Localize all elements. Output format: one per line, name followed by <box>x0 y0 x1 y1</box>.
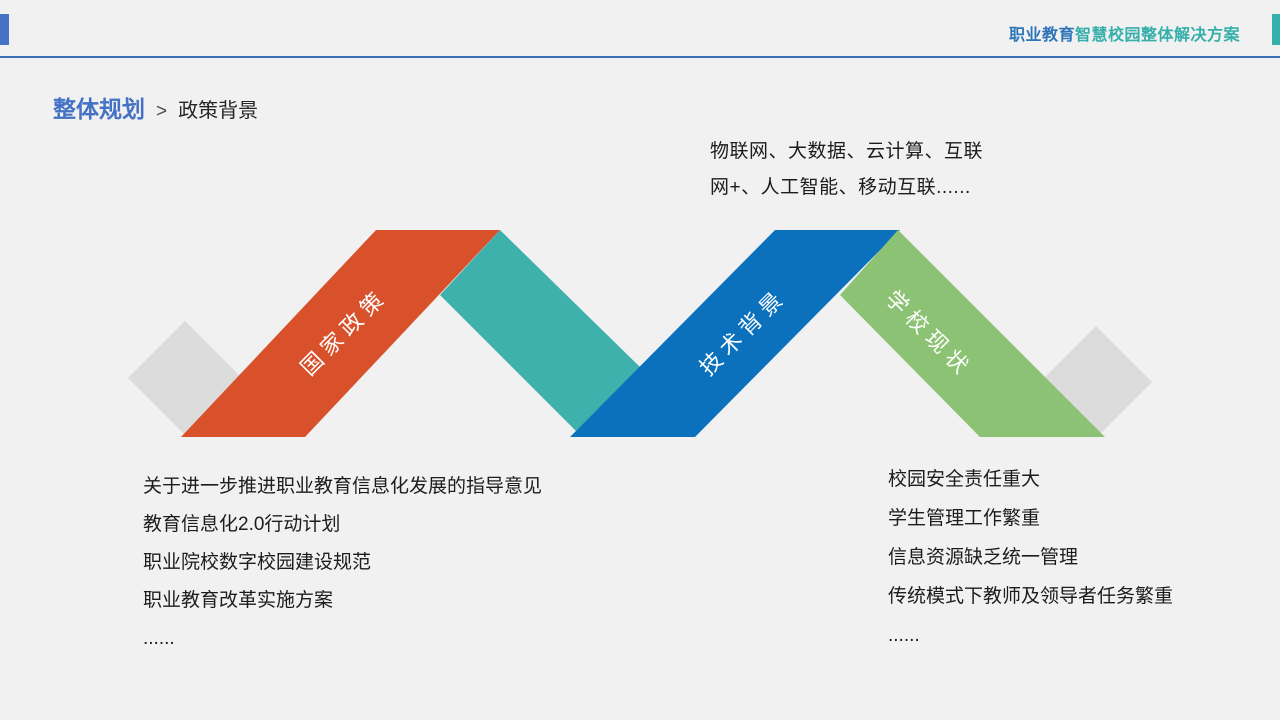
header-title-part2: 智慧校园整体解决方案 <box>1074 27 1240 44</box>
technology-background-ribbon <box>570 230 900 437</box>
national-policy-ribbon <box>181 230 500 437</box>
school-list-item: 传统模式下教师及领导者任务繁重 <box>888 586 1174 607</box>
policy-list-item: 教育信息化2.0行动计划 <box>143 514 341 535</box>
policy-list-ellipsis: ...... <box>143 628 175 649</box>
school-status-list: 校园安全责任重大 学生管理工作繁重 信息资源缺乏统一管理 传统模式下教师及领导者… <box>888 460 1173 655</box>
header-title-part1: 职业教育 <box>1008 27 1075 44</box>
slide-header-title: 职业教育智慧校园整体解决方案 <box>1009 21 1240 45</box>
technology-note-line1: 物联网、大数据、云计算、互联 <box>710 141 984 162</box>
header-left-accent-bar <box>0 14 9 45</box>
policy-list-item: 关于进一步推进职业教育信息化发展的指导意见 <box>143 476 543 497</box>
header-right-accent-bar <box>1272 14 1280 45</box>
policy-list-item: 职业院校数字校园建设规范 <box>143 552 372 573</box>
school-list-item: 信息资源缺乏统一管理 <box>888 547 1079 568</box>
school-list-item: 校园安全责任重大 <box>888 469 1041 490</box>
breadcrumb-page: 政策背景 <box>178 100 259 122</box>
header-divider-line <box>0 56 1280 58</box>
breadcrumb-section: 整体规划 <box>53 96 145 122</box>
technology-note: 物联网、大数据、云计算、互联 网+、人工智能、移动互联...... <box>710 134 1010 206</box>
connector-ribbon <box>440 230 640 431</box>
policy-list: 关于进一步推进职业教育信息化发展的指导意见 教育信息化2.0行动计划 职业院校数… <box>143 468 542 658</box>
breadcrumb-separator: > <box>156 101 168 122</box>
breadcrumb: 整体规划 > 政策背景 <box>53 90 258 124</box>
school-list-item: 学生管理工作繁重 <box>888 508 1041 529</box>
school-status-ribbon <box>840 230 1105 437</box>
policy-list-item: 职业教育改革实施方案 <box>143 590 334 611</box>
school-list-ellipsis: ...... <box>888 625 920 646</box>
technology-note-line2: 网+、人工智能、移动互联...... <box>710 177 971 198</box>
